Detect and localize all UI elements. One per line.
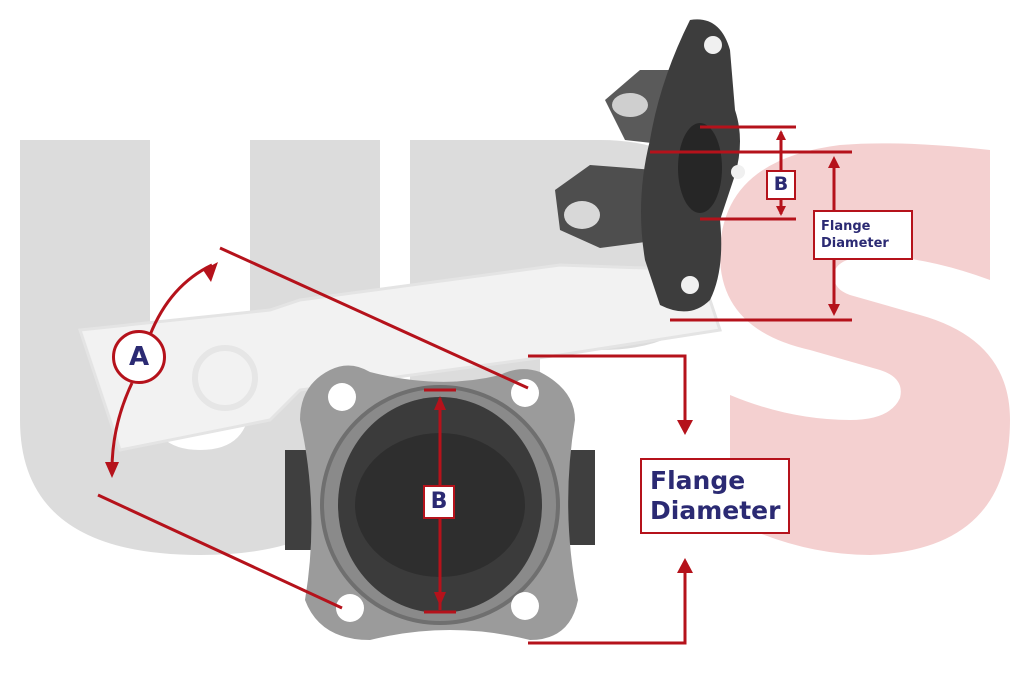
bore-b-label-main: B bbox=[423, 485, 455, 519]
flange-small-line1: Flange bbox=[821, 219, 871, 234]
bore-main-arrow-up bbox=[434, 396, 446, 410]
angle-line-top bbox=[219, 246, 529, 390]
small-bore-arrow-up bbox=[776, 130, 786, 140]
main-bolt-hole-bl bbox=[336, 594, 364, 622]
small-bolt-hole-2 bbox=[731, 165, 745, 179]
small-bolt-hole-3 bbox=[681, 276, 699, 294]
flange-main-line1: Flange bbox=[650, 466, 746, 495]
small-bolt-hole-1 bbox=[704, 36, 722, 54]
yoke-ear-top-hole bbox=[612, 93, 648, 117]
flange-small-line2: Diameter bbox=[821, 236, 889, 251]
angle-line-bottom bbox=[97, 493, 343, 610]
angle-arc-top bbox=[148, 263, 213, 336]
flange-main-line2: Diameter bbox=[650, 496, 781, 525]
flange-diameter-label-small: Flange Diameter bbox=[813, 210, 913, 260]
angle-arc-bottom bbox=[110, 382, 134, 471]
flange-top-leader bbox=[528, 354, 687, 425]
small-flange-arrow-down bbox=[828, 304, 840, 316]
main-bolt-hole-br bbox=[511, 592, 539, 620]
angle-arrow-bottom bbox=[105, 462, 119, 478]
main-bolt-hole-tl bbox=[328, 383, 356, 411]
bore-main-arrow-down bbox=[434, 592, 446, 606]
angle-a-label: A bbox=[112, 330, 166, 384]
watermark-s bbox=[720, 143, 1010, 556]
main-bolt-hole-tr bbox=[511, 379, 539, 407]
yoke-ear-bottom-hole bbox=[564, 201, 600, 229]
angle-arrow-top bbox=[203, 262, 218, 282]
small-flange-arrow-up bbox=[828, 156, 840, 168]
callout-arrowheads bbox=[105, 130, 840, 606]
watermark-yoke-circle bbox=[192, 345, 258, 411]
small-flange-bore bbox=[678, 123, 722, 213]
small-bore-arrow-down bbox=[776, 206, 786, 216]
bore-b-label-small: B bbox=[766, 170, 796, 200]
flange-bottom-leader bbox=[528, 570, 687, 645]
flange-top-arrow bbox=[677, 420, 693, 435]
flange-bottom-arrow bbox=[677, 558, 693, 573]
flange-diameter-label-main: Flange Diameter bbox=[640, 458, 790, 534]
small-yoke-image bbox=[555, 19, 745, 312]
callout-lines bbox=[97, 125, 852, 645]
